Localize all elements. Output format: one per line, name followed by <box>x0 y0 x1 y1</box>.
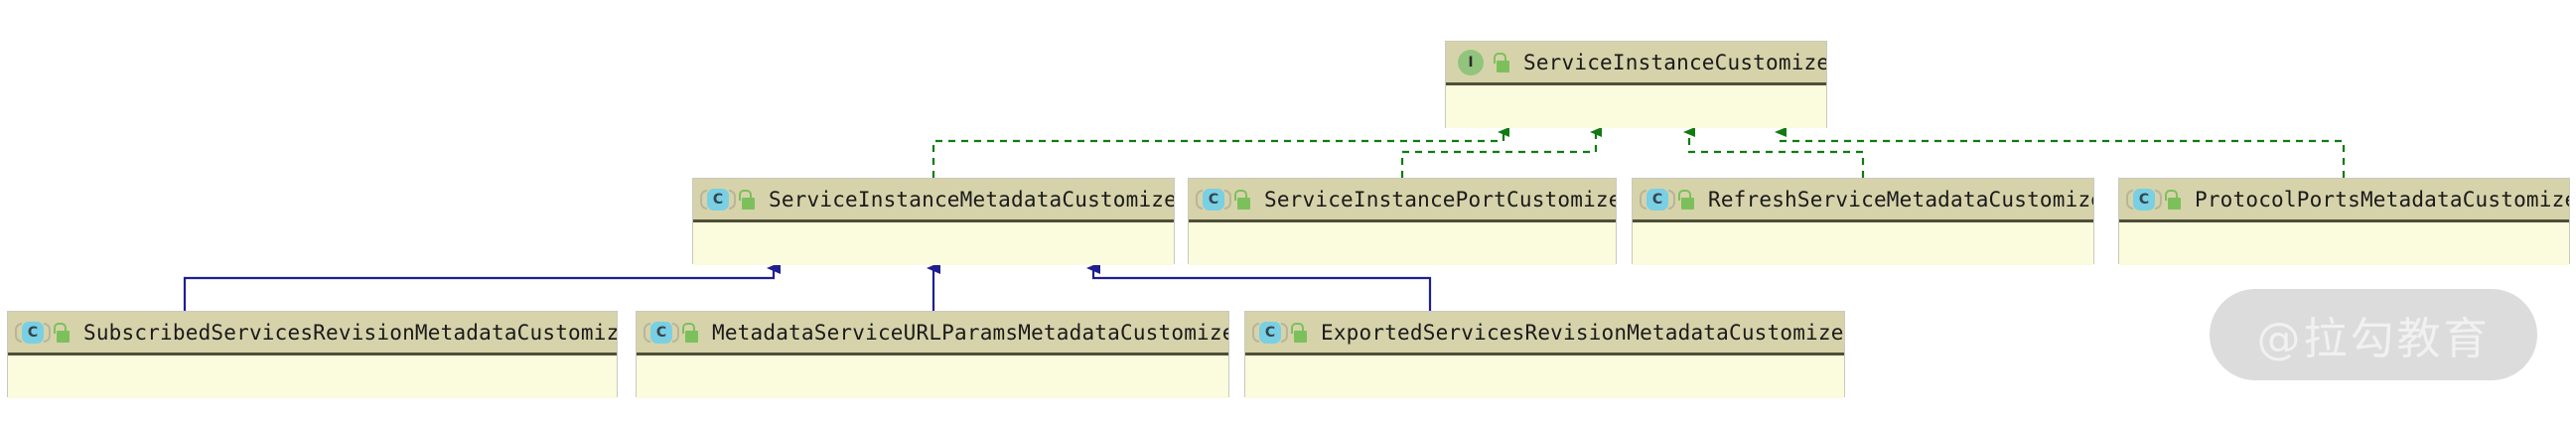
uml-node-title: ServiceInstancePortCustomizer <box>1264 187 1616 212</box>
uml-node-service-instance-metadata-customizer[interactable]: C ServiceInstanceMetadataCustomizer <box>692 178 1175 265</box>
uml-node-members <box>8 355 617 398</box>
class-icon: C <box>2126 188 2162 211</box>
uml-node-header: C RefreshServiceMetadataCustomizer <box>1633 179 2093 222</box>
class-icon: C <box>644 321 679 344</box>
edge-inheritance-exported-services-revision-metadata-customizer <box>1086 262 1432 311</box>
class-icon: C <box>1252 321 1288 344</box>
uml-node-header: C MetadataServiceURLParamsMetadataCustom… <box>637 312 1228 355</box>
uml-node-members <box>1245 355 1844 398</box>
uml-node-refresh-service-metadata-customizer[interactable]: C RefreshServiceMetadataCustomizer <box>1632 178 2094 265</box>
uml-node-title: ProtocolPortsMetadataCustomizer <box>2195 187 2569 212</box>
open-padlock-icon <box>681 322 698 343</box>
uml-node-title: MetadataServiceURLParamsMetadataCustomiz… <box>712 320 1228 345</box>
open-padlock-icon <box>1493 52 1509 72</box>
uml-node-service-instance-port-customizer[interactable]: C ServiceInstancePortCustomizer <box>1188 178 1617 265</box>
open-padlock-icon <box>1233 189 1250 210</box>
uml-node-members <box>637 355 1228 398</box>
uml-node-members <box>693 222 1174 265</box>
uml-node-header: C ExportedServicesRevisionMetadataCustom… <box>1245 312 1844 355</box>
class-icon: C <box>1196 188 1231 211</box>
uml-node-title: ServiceInstanceCustomizer <box>1523 50 1826 74</box>
open-padlock-icon <box>1677 189 1694 210</box>
open-padlock-icon <box>1290 322 1307 343</box>
open-padlock-icon <box>2164 189 2181 210</box>
inheritance-edges <box>183 262 1432 311</box>
uml-node-header: C ProtocolPortsMetadataCustomizer <box>2119 179 2569 222</box>
class-icon: C <box>1640 188 1675 211</box>
interface-icon: I <box>1458 49 1484 75</box>
open-padlock-icon <box>738 189 755 210</box>
edge-realization-service-instance-metadata-customizer <box>931 127 1509 178</box>
uml-node-members <box>1633 222 2093 265</box>
uml-node-metadata-service-url-params-metadata-customizer[interactable]: C MetadataServiceURLParamsMetadataCustom… <box>636 311 1229 398</box>
realization-edges <box>931 127 2346 178</box>
edge-realization-protocol-ports-metadata-customizer <box>1775 127 2346 178</box>
uml-node-title: RefreshServiceMetadataCustomizer <box>1708 187 2093 212</box>
uml-node-protocol-ports-metadata-customizer[interactable]: C ProtocolPortsMetadataCustomizer <box>2118 178 2570 265</box>
uml-node-header: C SubscribedServicesRevisionMetadataCust… <box>8 312 617 355</box>
uml-node-subscribed-services-revision-metadata-customizer[interactable]: C SubscribedServicesRevisionMetadataCust… <box>7 311 618 398</box>
uml-node-header: C ServiceInstanceMetadataCustomizer <box>693 179 1174 222</box>
uml-node-members <box>1446 85 1826 128</box>
uml-node-title: ExportedServicesRevisionMetadataCustomiz… <box>1321 320 1844 345</box>
edge-inheritance-subscribed-services-revision-metadata-customizer <box>183 262 781 311</box>
class-icon: C <box>15 321 51 344</box>
open-padlock-icon <box>53 322 70 343</box>
watermark: @拉勾教育 <box>2210 289 2537 380</box>
class-icon: C <box>700 188 736 211</box>
uml-node-title: SubscribedServicesRevisionMetadataCustom… <box>83 320 617 345</box>
uml-node-members <box>1189 222 1616 265</box>
uml-node-title: ServiceInstanceMetadataCustomizer <box>769 187 1174 212</box>
uml-node-exported-services-revision-metadata-customizer[interactable]: C ExportedServicesRevisionMetadataCustom… <box>1244 311 1845 398</box>
uml-node-members <box>2119 222 2569 265</box>
uml-node-service-instance-customizer[interactable]: I ServiceInstanceCustomizer <box>1445 41 1827 128</box>
uml-node-header: I ServiceInstanceCustomizer <box>1446 42 1826 85</box>
edge-realization-service-instance-port-customizer <box>1400 127 1602 178</box>
uml-node-header: C ServiceInstancePortCustomizer <box>1189 179 1616 222</box>
edge-realization-refresh-service-metadata-customizer <box>1683 127 1865 178</box>
